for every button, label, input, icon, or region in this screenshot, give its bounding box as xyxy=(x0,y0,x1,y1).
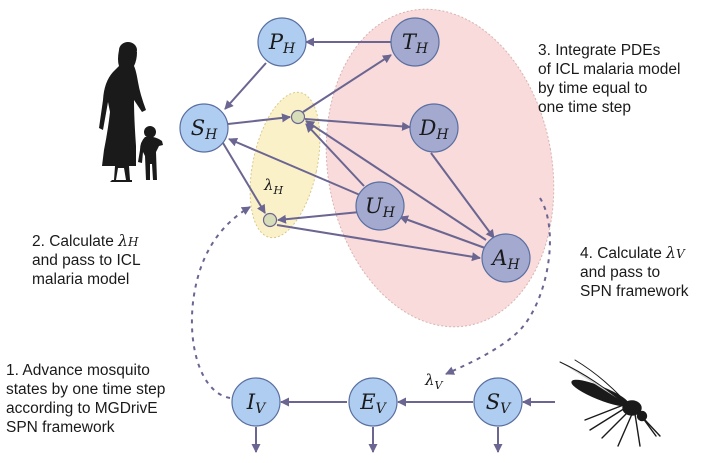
lambda-h-label: λH xyxy=(263,176,284,197)
svg-text:AH: AH xyxy=(490,246,520,273)
arrow-ah-to-uh xyxy=(399,215,486,249)
arrow-sh-to-reinfection-junction xyxy=(222,142,266,214)
node-sh: SH xyxy=(179,103,229,153)
svg-text:DH: DH xyxy=(418,116,449,143)
svg-text:SH: SH xyxy=(191,116,218,143)
node-dh-subscript: H xyxy=(435,127,449,143)
arrow-ah-to-junction xyxy=(305,120,487,241)
node-iv: IV xyxy=(231,377,281,427)
infection-junction-dot xyxy=(290,109,306,125)
svg-text:PH: PH xyxy=(268,30,296,57)
arrow-reinfection-junction-to-ah xyxy=(276,224,481,262)
arrow-dh-to-ah xyxy=(430,152,495,239)
step4-lambda-symbol: λ xyxy=(665,244,676,262)
step2-lambda-symbol: λ xyxy=(117,232,128,250)
arrow-uh-to-sh xyxy=(228,138,361,196)
mosquito-icon xyxy=(559,359,661,447)
dashed-arrow-ah-to-lambda-v xyxy=(445,197,551,375)
svg-text:IV: IV xyxy=(246,390,267,417)
node-ev-label: E xyxy=(359,390,375,414)
dashed-arrow-iv-to-lambda-h xyxy=(190,206,251,399)
lambda-v-symbol: λ xyxy=(424,371,435,389)
node-ev-subscript: V xyxy=(376,401,388,417)
woman-child-silhouette-icon xyxy=(99,42,163,182)
node-ev: EV xyxy=(348,377,398,427)
node-sv-label: S xyxy=(486,390,500,414)
node-sv: SV xyxy=(473,377,523,427)
step1-text: 1. Advance mosquito states by one time s… xyxy=(6,362,170,436)
step2-lambda-subscript: H xyxy=(127,235,139,249)
step2-line1-prefix: 2. Calculate xyxy=(32,233,118,250)
lambda-v-subscript: V xyxy=(435,379,444,392)
reinfection-junction-dot xyxy=(262,212,278,228)
node-uh: UH xyxy=(355,181,405,231)
svg-text:UH: UH xyxy=(365,194,396,221)
lambda-v-label: λV xyxy=(424,371,444,392)
node-ah-label: A xyxy=(490,246,507,270)
step1-line3: according to MGDrivE xyxy=(6,400,158,417)
node-th-subscript: H xyxy=(415,41,429,57)
node-dh-label: D xyxy=(418,116,436,140)
node-th: TH xyxy=(390,17,440,67)
step3-line1: 3. Integrate PDEs xyxy=(538,42,661,59)
step4-line1-prefix: 4. Calculate xyxy=(580,245,666,262)
node-sh-label: S xyxy=(191,116,205,140)
svg-text:SV: SV xyxy=(486,390,512,417)
lambda-h-subscript: H xyxy=(273,184,284,197)
arrow-junction-to-dh xyxy=(304,118,411,131)
step1-line1: 1. Advance mosquito xyxy=(6,362,150,379)
node-ph-label: P xyxy=(268,30,284,54)
step1-line2: states by one time step xyxy=(6,381,165,398)
node-uh-label: U xyxy=(365,194,384,218)
arrow-sh-to-infection-junction xyxy=(227,113,291,125)
arrow-ph-to-sh xyxy=(224,62,267,110)
node-ah-subscript: H xyxy=(506,257,520,273)
node-ah: AH xyxy=(481,233,531,283)
step4-lambda-subscript: V xyxy=(676,247,686,261)
lambda-h-region xyxy=(249,91,321,239)
step2-line3: malaria model xyxy=(32,271,129,288)
node-th-label: T xyxy=(402,30,418,54)
step4-line3: SPN framework xyxy=(580,283,689,300)
node-iv-subscript: V xyxy=(255,401,267,417)
node-iv-label: I xyxy=(246,390,256,414)
step2-line2: and pass to ICL xyxy=(32,252,141,269)
arrow-junction-to-th xyxy=(302,54,392,113)
step3-line4: one time step xyxy=(538,99,631,116)
node-sh-subscript: H xyxy=(204,127,218,143)
step4-line2: and pass to xyxy=(580,264,660,281)
icl-model-region xyxy=(325,8,555,328)
node-ph: PH xyxy=(257,17,307,67)
step1-line4: SPN framework xyxy=(6,419,115,436)
step2-text: 2. Calculate λH and pass to ICL malaria … xyxy=(32,232,144,288)
svg-text:EV: EV xyxy=(359,390,387,417)
step3-text: 3. Integrate PDEs of ICL malaria model b… xyxy=(538,42,685,116)
svg-text:TH: TH xyxy=(402,30,429,57)
step3-line3: by time equal to xyxy=(538,80,647,97)
step4-text: 4. Calculate λV and pass to SPN framewor… xyxy=(580,244,689,300)
arrow-uh-to-reinfection-junction xyxy=(277,211,361,224)
arrow-uh-to-junction xyxy=(305,123,365,187)
step3-line2: of ICL malaria model xyxy=(538,61,680,78)
node-ph-subscript: H xyxy=(282,41,296,57)
node-uh-subscript: H xyxy=(382,205,396,221)
node-sv-subscript: V xyxy=(500,401,512,417)
lambda-h-symbol: λ xyxy=(263,176,274,194)
node-dh: DH xyxy=(409,103,459,153)
